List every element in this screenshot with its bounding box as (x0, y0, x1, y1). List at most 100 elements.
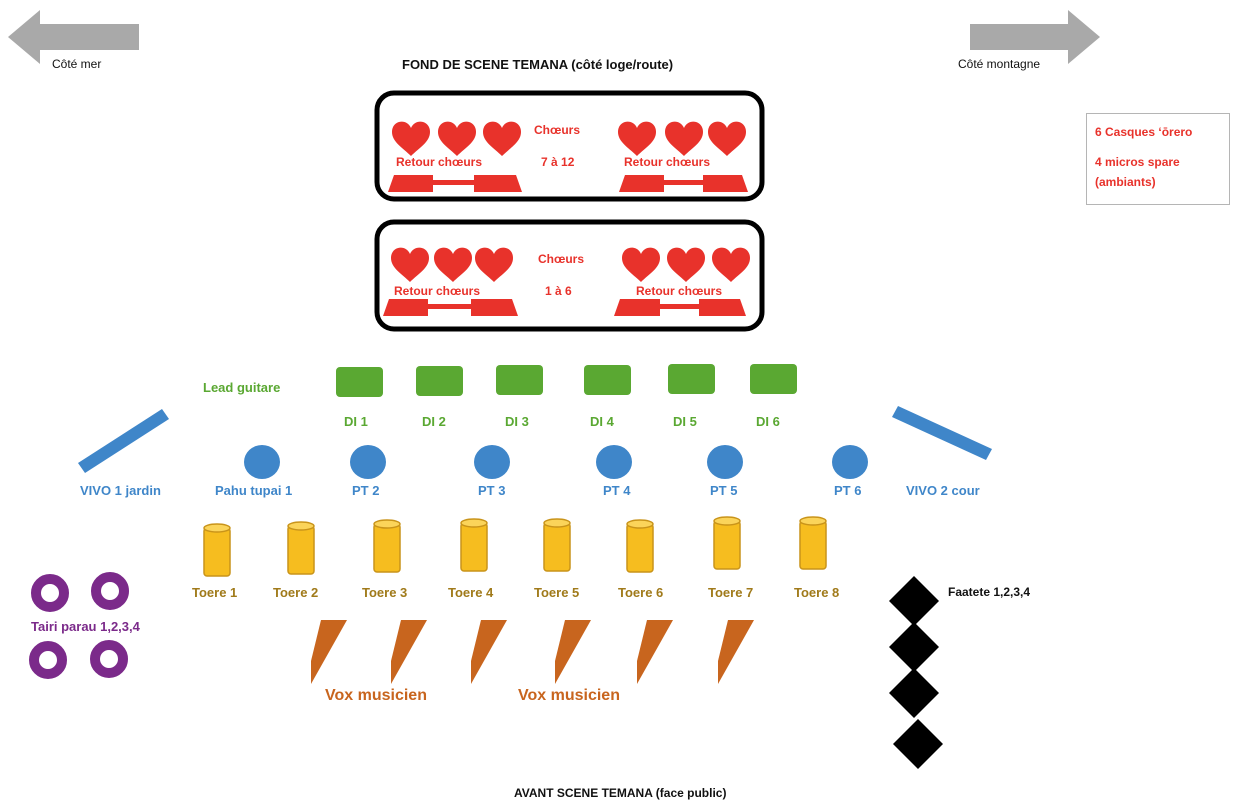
di-label: DI 4 (590, 414, 614, 429)
lead-guitar-label: Lead guitare (203, 380, 281, 395)
pt-label: PT 3 (478, 483, 506, 498)
choir-top-label: Chœurs (534, 123, 580, 137)
choir-wedge-icon (699, 299, 746, 316)
toere-group (203, 516, 827, 577)
vivo-left-icon (78, 409, 169, 473)
di-label: DI 2 (422, 414, 446, 429)
di-label: DI 1 (344, 414, 368, 429)
choir-wedge-icon (388, 175, 433, 192)
toere-icon (713, 516, 741, 570)
choir-heart-icon (483, 121, 521, 156)
pt-label: PT 5 (710, 483, 738, 498)
vox-mic-icon (555, 620, 591, 684)
choir-wedge-icon (383, 299, 428, 316)
pt-label: PT 2 (352, 483, 380, 498)
toere-icon (373, 519, 401, 573)
vivo-right-label: VIVO 2 cour (906, 483, 980, 498)
tairi-parau-label: Tairi parau 1,2,3,4 (31, 619, 140, 634)
di-label: DI 5 (673, 414, 697, 429)
vox-mic-icon (718, 620, 754, 684)
faatete-icon (889, 668, 939, 718)
di-box-icon (496, 365, 543, 395)
toere-label: Toere 3 (362, 585, 408, 600)
di-box-icon (336, 367, 383, 397)
choir-wedge-icon (471, 299, 518, 316)
toere-icon (203, 523, 231, 577)
toere-icon (543, 518, 571, 572)
toere-icon (799, 516, 827, 570)
di-box-icon (750, 364, 797, 394)
toere-label: Toere 4 (448, 585, 494, 600)
tairi-parau-icon (31, 574, 69, 612)
choir-heart-icon (438, 121, 476, 156)
legend-line-1: 6 Casques ‘ōrero (1095, 125, 1193, 139)
choir-wedge-icon (703, 175, 748, 192)
vivo-left-label: VIVO 1 jardin (80, 483, 161, 498)
choir-heart-icon (475, 247, 513, 282)
choir-heart-icon (712, 247, 750, 282)
choir-heart-icon (708, 121, 746, 156)
choir-wedge-icon (619, 175, 664, 192)
toere-label: Toere 2 (273, 585, 319, 600)
percussion-icon (474, 445, 510, 479)
faatete-icon (893, 719, 943, 769)
toere-icon (626, 519, 654, 573)
toere-icon (460, 518, 488, 572)
choir-bottom-return-right: Retour chœurs (636, 284, 723, 298)
tairi-parau-icon (91, 572, 129, 610)
choir-top-return-right: Retour chœurs (624, 155, 711, 169)
percussion-icon (832, 445, 868, 479)
legend-line-3: (ambiants) (1095, 175, 1156, 189)
toere-label: Toere 5 (534, 585, 580, 600)
arrow-right-icon (970, 10, 1100, 64)
choir-heart-icon (618, 121, 656, 156)
di-box-icon (668, 364, 715, 394)
choir-heart-icon (392, 121, 430, 156)
vox-label: Vox musicien (325, 687, 427, 704)
pt-label: PT 6 (834, 483, 862, 498)
percussion-icon (596, 445, 632, 479)
percussion-icon (350, 445, 386, 479)
vox-label: Vox musicien (518, 687, 620, 704)
choir-top-return-left: Retour chœurs (396, 155, 483, 169)
di-label: DI 6 (756, 414, 780, 429)
legend-line-2: 4 micros spare (1095, 155, 1180, 169)
di-box-icon (416, 366, 463, 396)
percussion-icon (707, 445, 743, 479)
percussion-icon (244, 445, 280, 479)
faatete-label: Faatete 1,2,3,4 (948, 585, 1031, 599)
stage-back-title: FOND DE SCENE TEMANA (côté loge/route) (402, 57, 674, 72)
stage-front-title: AVANT SCENE TEMANA (face public) (514, 786, 727, 800)
vivo-right-icon (892, 406, 992, 460)
tairi-parau-icon (29, 641, 67, 679)
right-arrow-label: Côté montagne (958, 57, 1041, 71)
toere-label: Toere 7 (708, 585, 754, 600)
choir-wedge-icon (614, 299, 660, 316)
choir-heart-icon (665, 121, 703, 156)
choir-bottom-range: 1 à 6 (545, 284, 572, 298)
choir-heart-icon (434, 247, 472, 282)
toere-label: Toere 8 (794, 585, 840, 600)
vox-mic-icon (637, 620, 673, 684)
faatete-icon (889, 622, 939, 672)
di-label: DI 3 (505, 414, 529, 429)
di-box-icon (584, 365, 631, 395)
choir-riser-top-frame (374, 90, 765, 202)
legend-box: 6 Casques ‘ōrero 4 micros spare (ambiant… (1086, 113, 1230, 205)
choir-top-range: 7 à 12 (541, 155, 575, 169)
pt-label: PT 4 (603, 483, 631, 498)
toere-label: Toere 6 (618, 585, 664, 600)
toere-label: Toere 1 (192, 585, 238, 600)
vox-mic-icon (471, 620, 507, 684)
vox-mic-icon (391, 620, 427, 684)
choir-heart-icon (667, 247, 705, 282)
tairi-parau-icon (90, 640, 128, 678)
pt-label: Pahu tupai 1 (215, 483, 293, 498)
choir-heart-icon (622, 247, 660, 282)
choir-heart-icon (391, 247, 429, 282)
vox-mic-icon (311, 620, 347, 684)
choir-bottom-label: Chœurs (538, 252, 584, 266)
choir-bottom-return-left: Retour chœurs (394, 284, 481, 298)
faatete-icon (889, 576, 939, 626)
